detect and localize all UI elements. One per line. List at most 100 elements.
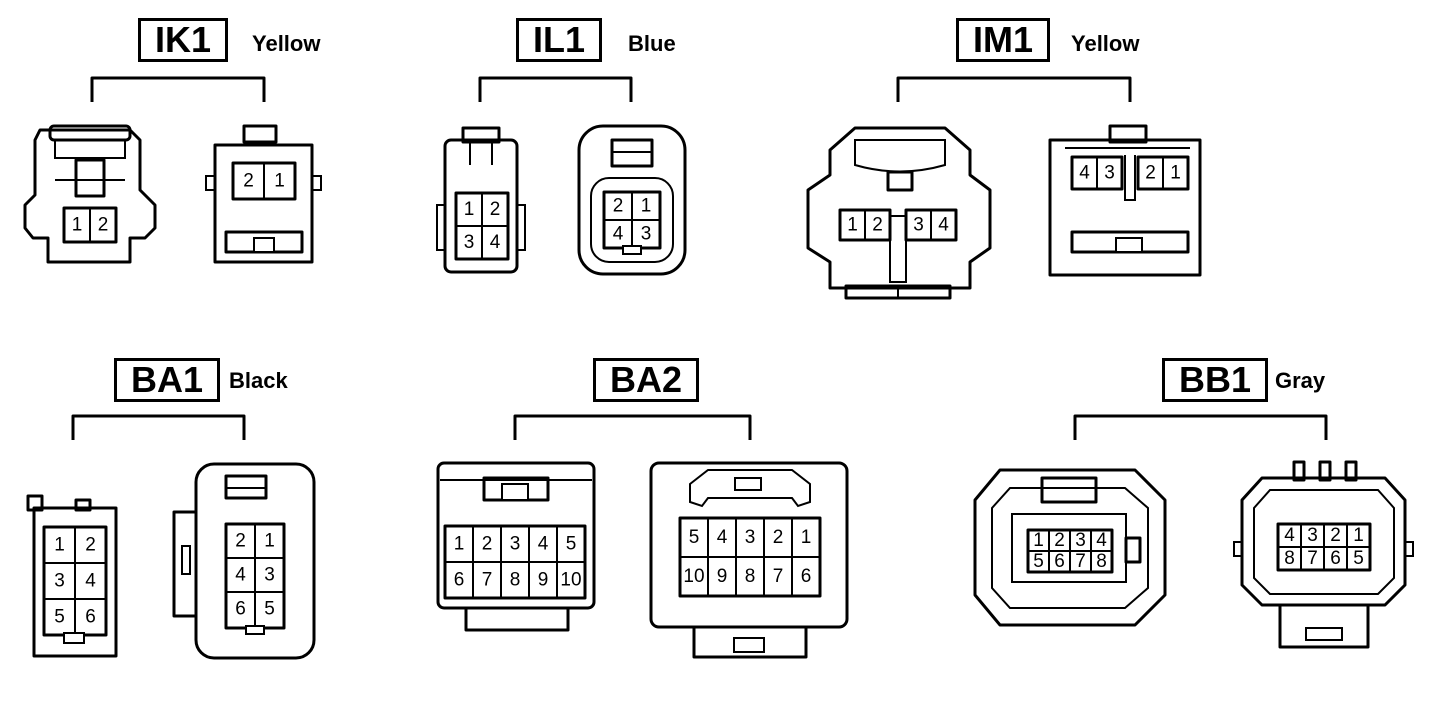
pin-ba1-female-2: 2 xyxy=(85,535,96,556)
pin-im1-female-3: 3 xyxy=(913,215,924,236)
pin-im1-male-2: 2 xyxy=(1145,163,1156,184)
pin-ba2-male-2: 2 xyxy=(773,527,784,548)
connector-label-ik1: IK1 xyxy=(138,18,229,62)
connector-ba2-female xyxy=(436,461,596,632)
pin-ba1-female-6: 6 xyxy=(85,607,96,628)
pin-il1-female-1: 1 xyxy=(464,199,475,220)
connector-ba1-male xyxy=(172,462,316,660)
pin-bb1-male-7: 7 xyxy=(1307,548,1318,569)
connector-ba1-female xyxy=(26,494,118,658)
connector-label-im1: IM1 xyxy=(956,18,1051,62)
pin-ba2-female-6: 6 xyxy=(454,570,465,591)
pin-bb1-female-2: 2 xyxy=(1054,530,1065,551)
connector-il1-female xyxy=(436,126,526,274)
pin-bb1-male-1: 1 xyxy=(1353,525,1364,546)
pin-il1-male-2: 2 xyxy=(613,196,624,217)
pin-ba2-male-8: 8 xyxy=(745,566,756,587)
pin-il1-male-3: 3 xyxy=(641,224,652,245)
bracket-bb1 xyxy=(1073,414,1328,440)
pin-ba1-female-1: 1 xyxy=(54,535,65,556)
connector-ba2-male xyxy=(649,461,849,659)
connector-color-im1: Yellow xyxy=(1071,31,1140,56)
pin-bb1-female-7: 7 xyxy=(1075,551,1086,572)
bracket-ba2 xyxy=(513,414,752,440)
pin-ik1-male-2: 2 xyxy=(243,171,254,192)
pin-im1-male-3: 3 xyxy=(1104,163,1115,184)
pin-ba2-female-5: 5 xyxy=(566,534,577,555)
bracket-il1 xyxy=(478,76,633,102)
pin-ba1-male-2: 2 xyxy=(235,531,246,552)
pin-ik1-male-1: 1 xyxy=(274,171,285,192)
pin-ba2-male-1: 1 xyxy=(801,527,812,548)
pin-ba2-male-4: 4 xyxy=(717,527,728,548)
pin-ba2-female-4: 4 xyxy=(538,534,549,555)
pin-im1-female-4: 4 xyxy=(938,215,949,236)
pin-bb1-male-2: 2 xyxy=(1330,525,1341,546)
connector-label-ba1: BA1 xyxy=(114,358,221,402)
connector-color-bb1: Gray xyxy=(1275,368,1326,393)
pin-bb1-female-3: 3 xyxy=(1075,530,1086,551)
connector-im1-male xyxy=(1048,124,1202,277)
pin-bb1-female-8: 8 xyxy=(1096,551,1107,572)
pin-bb1-female-6: 6 xyxy=(1054,551,1065,572)
pin-bb1-male-5: 5 xyxy=(1353,548,1364,569)
pin-ba2-female-2: 2 xyxy=(482,534,493,555)
pin-im1-male-1: 1 xyxy=(1170,163,1181,184)
pin-il1-male-4: 4 xyxy=(613,224,624,245)
pin-ba2-male-5: 5 xyxy=(689,527,700,548)
connector-color-il1: Blue xyxy=(628,31,676,56)
pin-im1-female-2: 2 xyxy=(872,215,883,236)
pin-bb1-male-8: 8 xyxy=(1284,548,1295,569)
pin-im1-male-4: 4 xyxy=(1079,163,1090,184)
connector-bb1-female xyxy=(973,468,1167,627)
pin-ba1-female-4: 4 xyxy=(85,571,96,592)
pin-bb1-male-6: 6 xyxy=(1330,548,1341,569)
pin-ba2-female-1: 1 xyxy=(454,534,465,555)
pin-ba2-female-10: 10 xyxy=(560,570,581,591)
connector-il1-male xyxy=(577,124,687,276)
pin-ba1-male-6: 6 xyxy=(235,599,246,620)
pin-bb1-female-5: 5 xyxy=(1033,551,1044,572)
pin-bb1-female-4: 4 xyxy=(1096,530,1107,551)
pin-bb1-female-1: 1 xyxy=(1033,530,1044,551)
pin-ba1-male-3: 3 xyxy=(264,565,275,586)
connector-bb1-male xyxy=(1233,460,1414,649)
pin-ba1-male-4: 4 xyxy=(235,565,246,586)
pin-ba2-female-7: 7 xyxy=(482,570,493,591)
pin-bb1-male-4: 4 xyxy=(1284,525,1295,546)
pin-ba2-female-8: 8 xyxy=(510,570,521,591)
pin-ba2-male-7: 7 xyxy=(773,566,784,587)
pin-ba1-male-5: 5 xyxy=(264,599,275,620)
pin-ba2-male-6: 6 xyxy=(801,566,812,587)
connector-ik1-male xyxy=(205,124,322,264)
bracket-im1 xyxy=(896,76,1132,102)
connector-im1-female xyxy=(806,126,992,300)
pin-il1-male-1: 1 xyxy=(641,196,652,217)
pin-il1-female-3: 3 xyxy=(464,232,475,253)
pin-ik1-female-1: 1 xyxy=(72,215,83,236)
pin-ik1-female-2: 2 xyxy=(98,215,109,236)
pin-ba2-male-3: 3 xyxy=(745,527,756,548)
pin-il1-female-4: 4 xyxy=(490,232,501,253)
connector-label-ba2: BA2 xyxy=(593,358,700,402)
connector-ik1-female xyxy=(23,124,157,264)
pin-ba2-male-10: 10 xyxy=(683,566,704,587)
pin-im1-female-1: 1 xyxy=(847,215,858,236)
pin-ba2-male-9: 9 xyxy=(717,566,728,587)
pin-bb1-male-3: 3 xyxy=(1307,525,1318,546)
connector-label-il1: IL1 xyxy=(516,18,603,62)
pin-ba1-female-5: 5 xyxy=(54,607,65,628)
connector-label-bb1: BB1 xyxy=(1162,358,1269,402)
bracket-ba1 xyxy=(71,414,246,440)
connector-color-ba1: Black xyxy=(229,368,288,393)
pin-ba2-female-9: 9 xyxy=(538,570,549,591)
pin-ba1-male-1: 1 xyxy=(264,531,275,552)
pin-ba1-female-3: 3 xyxy=(54,571,65,592)
connector-color-ik1: Yellow xyxy=(252,31,321,56)
pin-il1-female-2: 2 xyxy=(490,199,501,220)
pin-ba2-female-3: 3 xyxy=(510,534,521,555)
bracket-ik1 xyxy=(90,76,266,102)
